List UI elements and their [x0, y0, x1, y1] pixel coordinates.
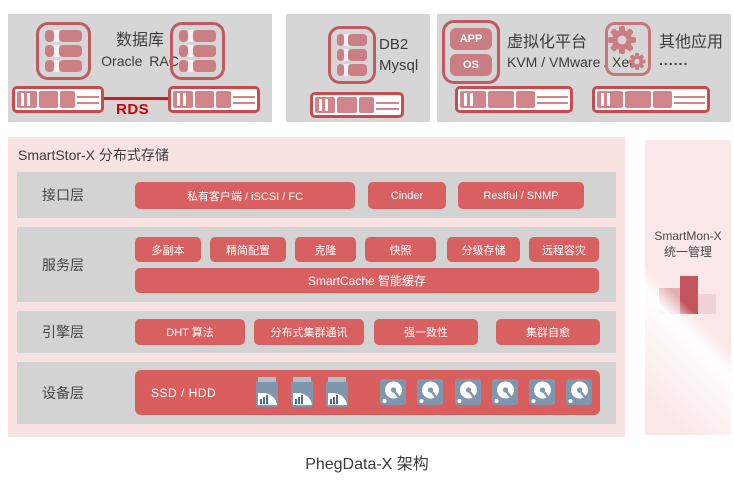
app-os-stack-icon: APP OS — [442, 20, 500, 84]
mysql-label: Mysql — [379, 57, 419, 74]
other-apps-subtitle: ...... — [659, 52, 689, 68]
service-layer-label: 服务层 — [42, 256, 84, 273]
server-node-icon — [12, 86, 104, 113]
hdd-disk-icon — [529, 379, 555, 410]
server-node-icon — [455, 86, 573, 113]
device-bar: SSD / HDD — [135, 370, 600, 415]
interface-layer-label: 接口层 — [42, 187, 84, 203]
app-badge: APP — [450, 28, 492, 50]
database-stack-icon — [170, 22, 225, 80]
server-node-icon — [168, 86, 260, 113]
virtualization-title: 虚拟化平台 — [507, 34, 588, 51]
virtualization-other-box: APP OS 虚拟化平台 KVM / VMware / Xen — [437, 14, 731, 122]
node-remote-dr: 远程容灾 — [529, 237, 599, 262]
engine-layer-label: 引擎层 — [42, 324, 84, 340]
node-tiered-storage: 分级存储 — [447, 237, 520, 262]
rds-connection-line — [104, 97, 168, 100]
db2-mysql-box: DB2 Mysql — [286, 14, 430, 122]
rds-label: RDS — [116, 101, 150, 118]
node-private-client-iscsi-fc: 私有客户端 / iSCSI / FC — [135, 182, 355, 209]
node-thin-provisioning: 精简配置 — [210, 237, 286, 262]
os-badge: OS — [450, 54, 492, 76]
node-strong-consistency: 强一致性 — [374, 319, 478, 345]
hdd-disk-icon — [492, 379, 518, 410]
server-node-icon — [592, 86, 710, 113]
ssd-hdd-label: SSD / HDD — [151, 385, 217, 400]
hdd-disk-icon — [455, 379, 481, 410]
engine-layer-row: 引擎层 DHT 算法 分布式集群通讯 强一致性 集群自愈 — [17, 311, 616, 353]
database-box: 数据库 Oracle RAC RDS — [8, 14, 272, 122]
smartmon-text: SmartMon-X 统一管理 — [645, 228, 731, 260]
hdd-disk-icon — [417, 379, 443, 410]
node-clone: 克隆 — [295, 237, 356, 262]
node-dht-algorithm: DHT 算法 — [135, 319, 245, 345]
diagram-caption: PhegData-X 架构 — [305, 456, 429, 473]
smartmon-panel: SmartMon-X 统一管理 — [645, 140, 731, 435]
node-multi-replica: 多副本 — [135, 237, 201, 262]
node-smartcache: SmartCache 智能缓存 — [135, 268, 599, 293]
gears-icon — [605, 22, 651, 76]
smartstor-panel: SmartStor-X 分布式存储 接口层 私有客户端 / iSCSI / FC… — [8, 137, 625, 437]
db2-mysql-text: DB2 Mysql — [379, 34, 418, 76]
node-cluster-self-healing: 集群自愈 — [496, 319, 600, 345]
node-snapshot: 快照 — [365, 237, 436, 262]
database-stack-icon — [36, 22, 91, 80]
server-node-icon — [310, 92, 404, 118]
database-box-text: 数据库 Oracle RAC — [90, 26, 190, 69]
database-title: 数据库 — [115, 32, 164, 49]
bar-chart-icon — [659, 274, 717, 314]
ssd-card-icon — [256, 377, 278, 412]
db2-label: DB2 — [379, 36, 409, 53]
ssd-card-icon — [291, 377, 313, 412]
device-layer-row: 设备层 SSD / HDD — [17, 362, 616, 424]
database-subtitle: Oracle RAC — [101, 53, 179, 69]
other-apps-title: 其他应用 — [659, 34, 724, 51]
database-stack-icon — [328, 26, 376, 84]
ssd-card-icon — [326, 377, 348, 412]
hdd-disk-icon — [566, 379, 592, 410]
hdd-disk-icon — [380, 379, 406, 410]
device-layer-label: 设备层 — [42, 385, 84, 401]
smartstor-panel-title: SmartStor-X 分布式存储 — [18, 147, 169, 163]
node-restful-snmp: Restful / SNMP — [458, 182, 584, 209]
node-cluster-communication: 分布式集群通讯 — [254, 319, 364, 345]
service-layer-row: 服务层 多副本 精简配置 克隆 快照 分级存储 远程容灾 SmartCache … — [17, 227, 616, 302]
smartmon-subtitle: 统一管理 — [663, 245, 712, 259]
node-cinder: Cinder — [368, 182, 446, 209]
virtualization-subtitle: KVM / VMware / Xen — [507, 54, 637, 70]
interface-layer-row: 接口层 私有客户端 / iSCSI / FC Cinder Restful / … — [17, 172, 616, 218]
smartmon-title: SmartMon-X — [654, 229, 722, 243]
